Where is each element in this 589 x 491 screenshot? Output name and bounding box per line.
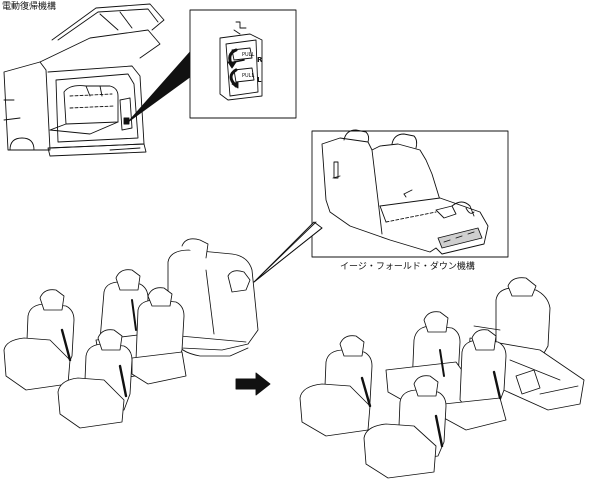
seats-before-configuration (3, 238, 259, 429)
switch-lower-tag: PULL (242, 73, 254, 79)
seats-after-configuration (299, 277, 585, 479)
switch-left-letter: L (257, 76, 262, 84)
power-return-mechanism-label: 電動復帰機構 (2, 2, 57, 12)
switch-right-letter: R (257, 56, 263, 64)
transition-arrow (235, 372, 271, 396)
switch-detail-callout (189, 9, 297, 119)
switch-upper-tag: PULL (242, 52, 254, 58)
easy-fold-detail-callout (311, 129, 509, 258)
callout-pointer-switch (127, 51, 195, 123)
easy-fold-down-mechanism-label: イージ・フォールド・ダウン機構 (340, 262, 475, 272)
car-rear-illustration (3, 3, 165, 157)
